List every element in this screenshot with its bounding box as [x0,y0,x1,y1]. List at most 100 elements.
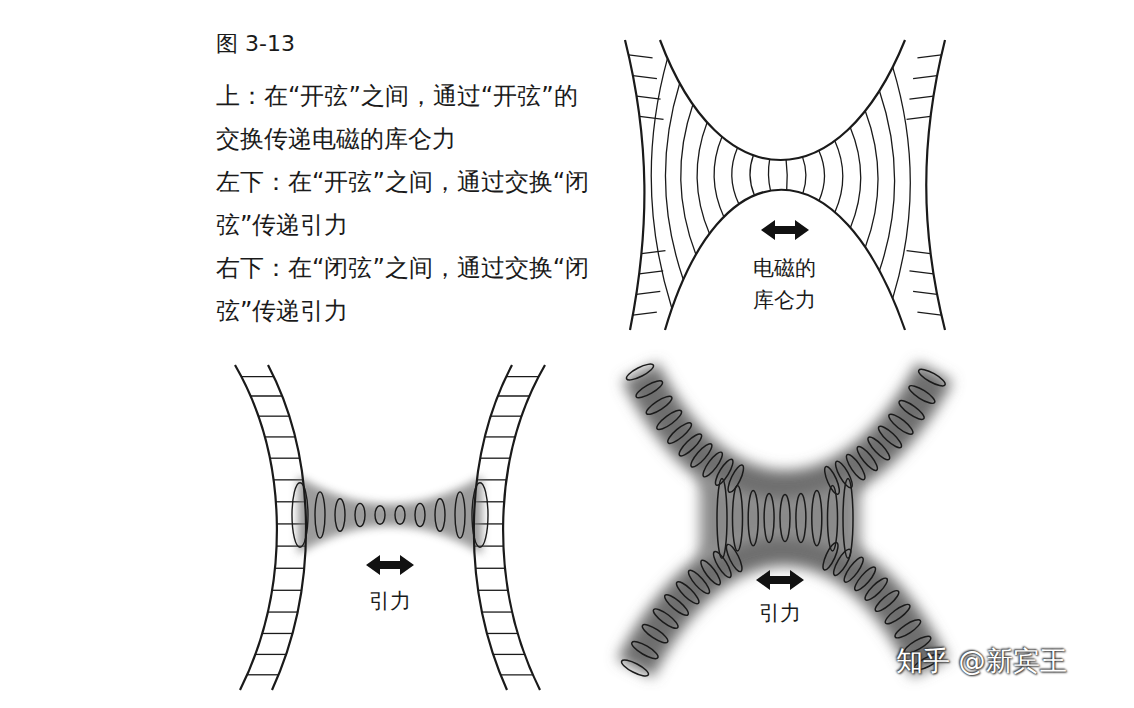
closed-string-loop [820,541,841,572]
closed-string-loop [674,579,702,606]
string-segment-line [485,436,515,437]
string-edge [625,40,644,330]
figure-note: 上：在“开弦”之间，通过“开弦”的交换传递电磁的库仑力 [216,75,594,161]
string-segment-line [732,148,739,204]
closed-string-loop [812,491,822,546]
string-segment-line [913,291,937,294]
string-segment-line [917,55,941,58]
string-segment-line [493,654,524,655]
closed-string-loop [625,361,656,383]
closed-string-loop [841,555,866,585]
string-segment-line [786,160,787,190]
string-edge [503,365,545,690]
string-segment-line [629,55,653,58]
string-segment-line [641,251,665,254]
force-label: 引力 [759,598,801,628]
string-edge [474,365,512,690]
closed-string-loop [733,486,743,551]
string-segment-line [272,590,301,591]
closed-string-loop [700,450,725,479]
string-segment-line [909,96,933,99]
string-segment-line [714,137,724,217]
closed-string-loop [873,588,902,614]
string-segment-line [637,96,661,99]
string-segment-line [241,376,273,377]
string-segment-line [633,76,657,79]
closed-string-loop [455,492,465,538]
sheet-shading [635,546,930,668]
double-arrow [756,570,804,590]
figure-note: 左下：在“开弦”之间，通过交换“闭弦”传递引力 [216,161,594,247]
closed-string-loop [907,383,937,407]
figure-title: 图 3-13 [216,28,295,60]
string-segment-line [865,111,878,247]
closed-string-loop [665,420,694,446]
string-segment-line [697,122,709,233]
string-segment-line [480,458,510,459]
string-segment-line [258,416,289,417]
closed-string-loop [764,494,774,543]
string-edge [665,190,905,330]
closed-string-sheet [620,361,948,679]
string-segment-line [913,76,937,79]
string-segment-line [478,590,508,591]
string-edge [926,40,945,330]
string-segment-line [907,116,931,119]
closed-string-loop [780,495,790,542]
string-segment-line [482,611,512,612]
string-segment-line [275,568,304,569]
string-segment-line [639,271,663,274]
closed-string-loop [917,366,948,388]
closed-string-loop [634,378,665,401]
string-segment-line [262,633,292,634]
closed-string-loop [640,622,670,646]
double-arrow [761,220,809,240]
string-segment-line [750,155,755,195]
closed-string-loop [724,543,745,574]
watermark: 知乎 @新宾王 [896,643,1067,679]
closed-string-loop [897,398,927,423]
string-segment-line [803,157,806,193]
string-segment-line [487,633,518,634]
string-segment-line [498,395,530,396]
string-segment-line [640,116,664,119]
closed-string-loop [435,499,445,531]
closed-string-tube [298,476,482,554]
string-segment-line [768,159,770,190]
string-segment-line [268,611,298,612]
open-strings-closed-exchange [235,365,545,690]
closed-string-loop [893,617,923,641]
closed-string-loop [630,639,660,662]
closed-string-loop [854,444,880,473]
closed-string-loop [662,592,691,618]
closed-string-loop [844,452,868,482]
closed-string-loop [688,441,715,469]
string-segment-line [893,67,911,298]
closed-string-loop [833,459,855,490]
string-segment-line [270,458,300,459]
closed-string-loop [852,564,878,593]
string-segment-line [633,312,657,315]
closed-string-loop [415,503,425,526]
closed-string-loop [748,491,758,546]
string-edge [235,365,277,690]
string-segment-line [681,105,696,255]
string-segment-line [879,91,894,271]
closed-string-loop [355,503,365,526]
closed-string-loop [620,657,651,679]
closed-string-loop [315,492,325,538]
open-string-sheet [625,40,945,330]
closed-string-loop [862,575,890,603]
string-segment-line [850,128,860,228]
string-segment-line [917,312,941,315]
string-segment-line [476,568,505,569]
figure-note: 右下：在“闭弦”之间，通过交换“闭弦”传递引力 [216,247,594,333]
closed-string-loop [698,558,723,587]
string-segment-line [835,141,843,212]
closed-string-loop [865,434,892,462]
closed-string-loop [472,483,488,548]
string-segment-line [265,436,295,437]
string-segment-line [491,416,522,417]
closed-string-loop [292,483,308,548]
closed-string-loop [395,506,405,525]
